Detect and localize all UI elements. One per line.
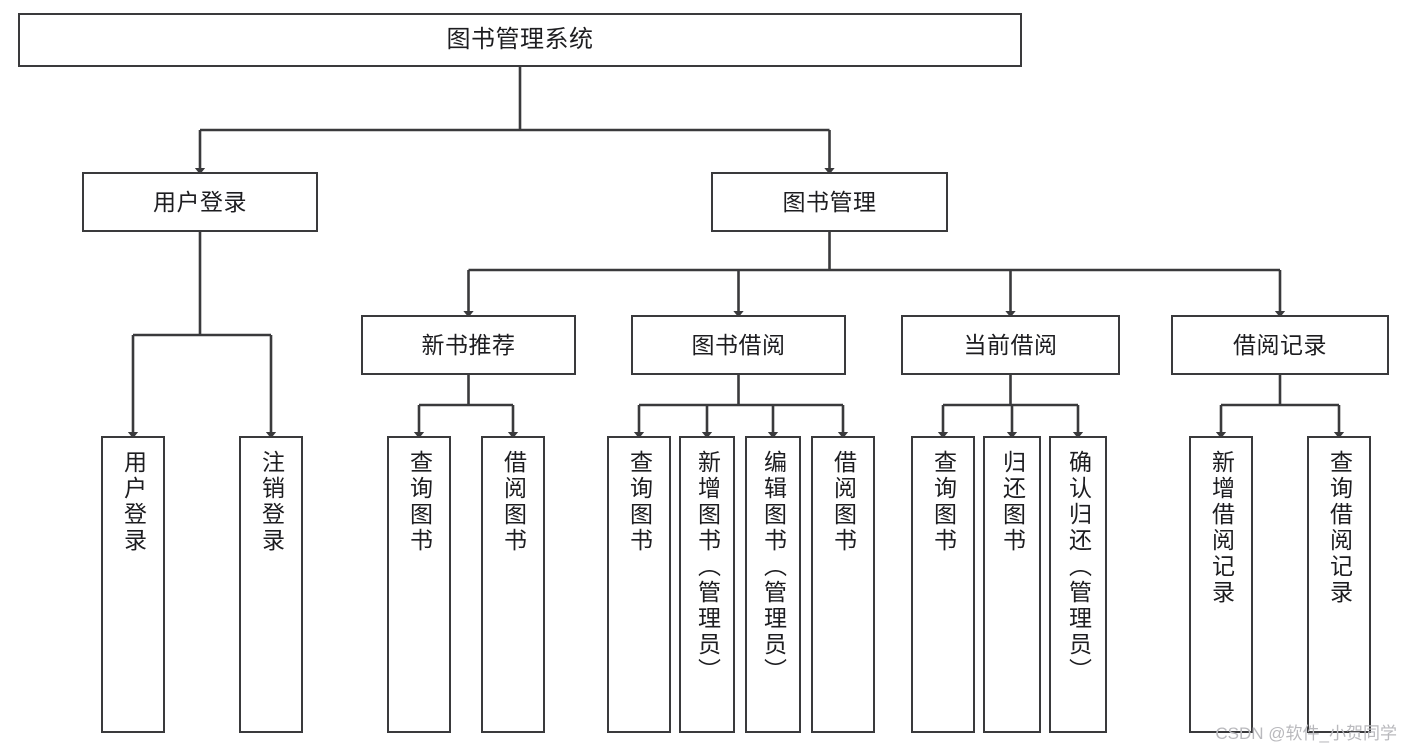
node-label: 新增图书（管理员） <box>694 450 721 684</box>
node-label: 当前借阅 <box>963 331 1058 358</box>
csdn-watermark: CSDN @软件_小贺同学 <box>1215 724 1397 743</box>
node-label: 查询图书 <box>930 450 957 554</box>
node-label: 图书管理 <box>782 188 877 215</box>
node-label: 编辑图书（管理员） <box>760 450 787 684</box>
node-label: 图书管理系统 <box>446 25 594 53</box>
node-label: 确认归还（管理员） <box>1065 450 1092 684</box>
node-book-borrowing[interactable]: 图书借阅 <box>631 315 846 375</box>
node-leaf-query-book-a[interactable]: 查询图书 <box>387 436 451 733</box>
node-label: 查询图书 <box>406 450 433 554</box>
node-label: 用户登录 <box>153 188 247 215</box>
node-root-system[interactable]: 图书管理系统 <box>18 13 1022 67</box>
node-label: 查询借阅记录 <box>1326 450 1353 606</box>
node-leaf-return-book[interactable]: 归还图书 <box>983 436 1041 733</box>
node-leaf-confirm-return-admin[interactable]: 确认归还（管理员） <box>1049 436 1107 733</box>
node-label: 用户登录 <box>120 450 147 554</box>
node-leaf-query-book-c[interactable]: 查询图书 <box>911 436 975 733</box>
node-leaf-borrow-book-b[interactable]: 借阅图书 <box>811 436 875 733</box>
node-label: 图书借阅 <box>691 331 786 358</box>
node-label: 注销登录 <box>258 450 285 554</box>
node-book-management[interactable]: 图书管理 <box>711 172 948 232</box>
node-label: 借阅图书 <box>830 450 857 554</box>
node-current-borrowing[interactable]: 当前借阅 <box>901 315 1120 375</box>
node-label: 查询图书 <box>626 450 653 554</box>
node-leaf-borrow-book-a[interactable]: 借阅图书 <box>481 436 545 733</box>
node-leaf-query-borrow-record[interactable]: 查询借阅记录 <box>1307 436 1371 733</box>
node-leaf-logout-login[interactable]: 注销登录 <box>239 436 303 733</box>
node-leaf-edit-book-admin[interactable]: 编辑图书（管理员） <box>745 436 801 733</box>
node-new-book-recommendation[interactable]: 新书推荐 <box>361 315 576 375</box>
node-borrowing-records[interactable]: 借阅记录 <box>1171 315 1389 375</box>
node-leaf-add-borrow-record[interactable]: 新增借阅记录 <box>1189 436 1253 733</box>
node-leaf-add-book-admin[interactable]: 新增图书（管理员） <box>679 436 735 733</box>
node-label: 归还图书 <box>999 450 1026 554</box>
node-label: 借阅记录 <box>1233 331 1327 358</box>
node-label: 新增借阅记录 <box>1208 450 1235 606</box>
node-leaf-user-login[interactable]: 用户登录 <box>101 436 165 733</box>
node-label: 新书推荐 <box>421 331 516 358</box>
node-label: 借阅图书 <box>500 450 527 554</box>
node-user-login[interactable]: 用户登录 <box>82 172 318 232</box>
node-leaf-query-book-b[interactable]: 查询图书 <box>607 436 671 733</box>
